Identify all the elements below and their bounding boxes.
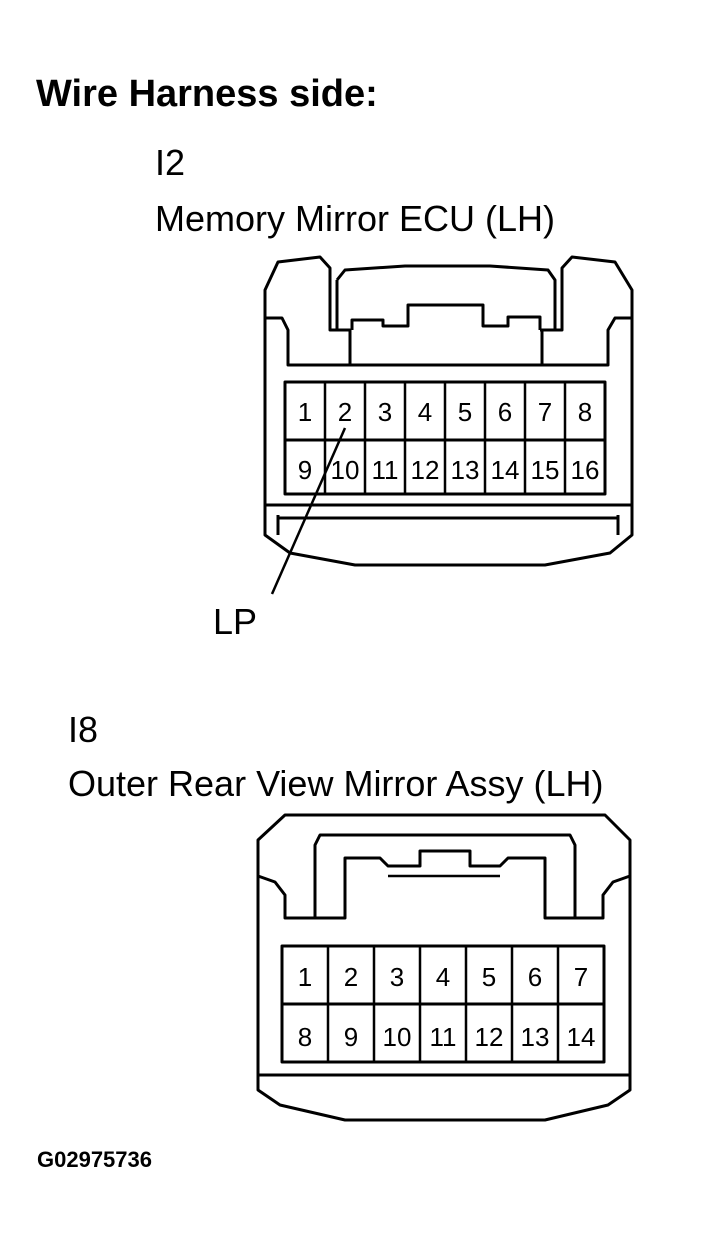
connector-i8-code: I8: [68, 709, 98, 750]
i2-pin-8: 8: [578, 397, 592, 427]
i2-pin-2: 2: [338, 397, 352, 427]
i2-pin-14: 14: [491, 455, 520, 485]
i8-pin-7: 7: [574, 962, 588, 992]
i8-pin-2: 2: [344, 962, 358, 992]
heading: Wire Harness side:: [36, 73, 378, 115]
i2-pin-3: 3: [378, 397, 392, 427]
i8-pin-8: 8: [298, 1022, 312, 1052]
i2-pin-11: 11: [372, 455, 399, 485]
i8-pin-1: 1: [298, 962, 312, 992]
i8-pin-14: 14: [567, 1022, 596, 1052]
i2-pin-4: 4: [418, 397, 432, 427]
i8-pin-9: 9: [344, 1022, 358, 1052]
i8-pin-3: 3: [390, 962, 404, 992]
connector-i2-code: I2: [155, 142, 185, 183]
i2-pin-15: 15: [531, 455, 560, 485]
i8-pin-6: 6: [528, 962, 542, 992]
i8-pin-10: 10: [383, 1022, 412, 1052]
i2-pin-7: 7: [538, 397, 552, 427]
i8-pin-11: 11: [430, 1022, 457, 1052]
i8-pin-4: 4: [436, 962, 450, 992]
i2-pin-16: 16: [571, 455, 600, 485]
connector-i2-pin-grid: 1 2 3 4 5 6 7 8 9 10 11 12 13 14 15 16: [283, 380, 607, 496]
i8-pin-12: 12: [475, 1022, 504, 1052]
lp-callout-label: LP: [213, 601, 257, 642]
i2-pin-12: 12: [411, 455, 440, 485]
connector-i8-housing: [256, 813, 632, 1122]
i2-pin-9: 9: [298, 455, 312, 485]
connector-i2-name: Memory Mirror ECU (LH): [155, 198, 555, 239]
connector-i8-name: Outer Rear View Mirror Assy (LH): [68, 763, 603, 804]
i2-pin-5: 5: [458, 397, 472, 427]
i8-pin-13: 13: [521, 1022, 550, 1052]
i8-pin-5: 5: [482, 962, 496, 992]
lp-leader-line: [270, 427, 347, 595]
figure-id: G02975736: [37, 1147, 152, 1172]
i2-pin-10: 10: [331, 455, 360, 485]
i2-pin-13: 13: [451, 455, 480, 485]
connector-i2-housing: [263, 255, 634, 567]
i2-pin-1: 1: [298, 397, 312, 427]
connector-i8-pin-grid: 1 2 3 4 5 6 7 8 9 10 11 12 13 14: [280, 944, 606, 1064]
i2-pin-6: 6: [498, 397, 512, 427]
